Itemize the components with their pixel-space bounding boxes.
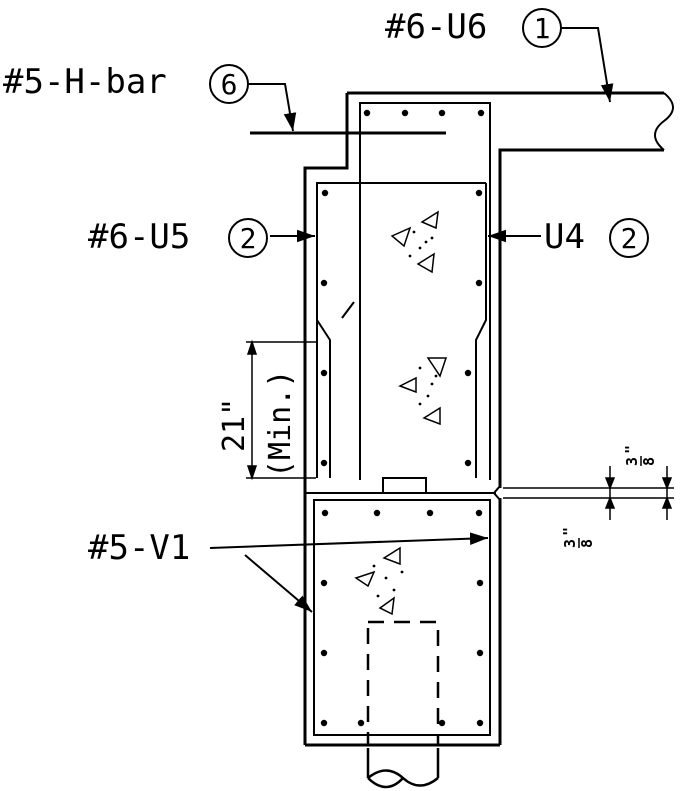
- bar-dot: [373, 509, 381, 517]
- joint-notch: [492, 485, 501, 501]
- bar-dot: [321, 189, 329, 197]
- hbar-leader: [249, 83, 297, 132]
- svg-text:3: 3: [623, 457, 641, 466]
- concrete-specks: [372, 230, 438, 598]
- svg-text:3: 3: [561, 539, 579, 548]
- bar-dot: [475, 509, 483, 517]
- v1-label: #5-V1: [88, 528, 190, 568]
- u4-callout-circle: [609, 218, 649, 258]
- gap-dim-top-text: 3 8 ": [622, 445, 658, 466]
- bar-dot: [320, 719, 328, 727]
- bar-dot: [401, 109, 409, 117]
- bar-dot: [476, 649, 484, 657]
- v1-leader-right: [209, 532, 489, 549]
- concrete-hatch: [354, 210, 448, 616]
- bar-dot: [476, 579, 484, 587]
- u6-bar: [359, 102, 491, 480]
- pile: [366, 620, 440, 789]
- lap-min-note: (Min.): [263, 370, 298, 478]
- bar-dot: [320, 459, 328, 467]
- u6-leader: [562, 27, 614, 103]
- bar-dot: [320, 279, 328, 287]
- svg-text:8: 8: [578, 539, 596, 548]
- dimension-lines: [246, 339, 674, 520]
- leaders: [209, 27, 614, 613]
- bar-dot: [477, 109, 485, 117]
- lap-length-dim-text: 21": [217, 398, 252, 452]
- bar-dot: [464, 369, 472, 377]
- bar-dot: [320, 649, 328, 657]
- bar-dot: [321, 509, 329, 517]
- pile-break: [367, 769, 439, 789]
- shear-key: [382, 477, 427, 493]
- bar-dot: [476, 719, 484, 727]
- bar-dot: [475, 189, 483, 197]
- slab-break-line: [654, 92, 674, 151]
- u4-label: U4: [544, 217, 585, 257]
- svg-text:8: 8: [640, 457, 658, 466]
- rebar: [250, 102, 491, 736]
- bar-dot: [363, 109, 371, 117]
- hbar-callout-circle: [209, 64, 249, 104]
- bar-dot: [475, 279, 483, 287]
- v1-hoop: [313, 499, 491, 736]
- bar-dot: [320, 579, 328, 587]
- pile-sides: [366, 748, 440, 778]
- u5-offset-bend: [316, 319, 331, 478]
- u5-stirrup: [316, 182, 486, 478]
- slab-and-cap-outline: [303, 91, 664, 747]
- bar-dot: [438, 109, 446, 117]
- u6-callout-number: 1: [534, 12, 551, 45]
- bar-dot: [357, 719, 365, 727]
- rebar-dots: [320, 109, 485, 727]
- svg-text:": ": [622, 445, 640, 454]
- bar-dot: [438, 719, 446, 727]
- v1-leader-left: [244, 554, 313, 613]
- u5-callout-number: 2: [240, 222, 257, 255]
- bar-dot: [464, 459, 472, 467]
- u4-stirrup: [475, 183, 487, 478]
- concrete-outline: [303, 91, 674, 747]
- svg-text:": ": [560, 527, 578, 536]
- hbar-label: #5-H-bar: [3, 62, 167, 102]
- pile-embedded-dashed: [366, 620, 440, 747]
- u5-callout-circle: [228, 218, 268, 258]
- bar-dot: [320, 369, 328, 377]
- gap-dim-bottom-text: 3 8 ": [560, 527, 596, 548]
- u5-label: #6-U5: [88, 217, 190, 257]
- diagonal-bar-end: [341, 301, 355, 319]
- hbar-callout-number: 6: [221, 68, 238, 101]
- u6-label: #6-U6: [385, 7, 487, 47]
- u6-callout-circle: [522, 8, 562, 48]
- u4-callout-number: 2: [621, 222, 638, 255]
- bar-dot: [426, 509, 434, 517]
